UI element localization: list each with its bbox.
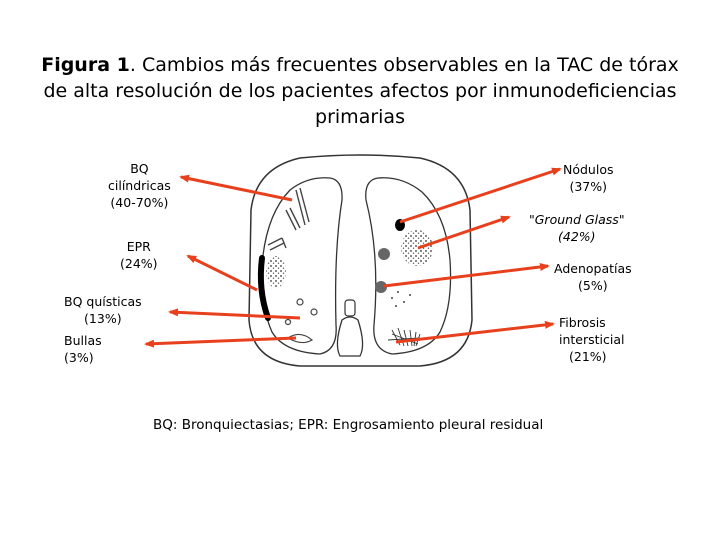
vertebra [336,316,364,357]
figure-title-text: . Cambios más frecuentes observables en … [43,54,679,128]
thorax-outline [248,154,473,367]
left-lung [365,177,452,355]
cysts [284,298,318,326]
bronchi-marks [267,187,310,251]
figure-caption: BQ: Bronquiectasias; EPR: Engrosamiento … [153,417,544,433]
label-epr: EPR (24%) [120,239,158,271]
arrow-fibrosis [395,320,555,344]
arrow-adenopatias [383,262,550,288]
scattered-dots [391,291,411,307]
ground-glass-left [401,230,433,266]
arrow-ground-glass [417,215,511,250]
figure-number: Figura 1 [41,54,130,76]
label-bq-cilindricas: BQ cilíndricas (40-70%) [108,161,171,210]
ground-glass-right [266,256,286,288]
bulla [286,333,314,344]
pleural-thickening [257,255,271,321]
adenopathy-1 [378,248,390,260]
label-ground-glass: "Ground Glass" (42%) [529,212,625,244]
arrow-bq-cilindricas [179,174,293,202]
label-adenopatias: Adenopatías (5%) [554,261,632,293]
fibrosis-marks [387,327,421,347]
label-bq-quisticas: BQ quísticas (13%) [64,294,142,326]
label-fibrosis: Fibrosis intersticial (21%) [559,315,625,364]
figure-title: Figura 1. Cambios más frecuentes observa… [30,52,690,130]
arrow-nodulos [399,167,562,224]
right-lung [261,177,343,355]
arrow-epr [186,254,258,292]
label-bullas: Bullas (3%) [64,333,102,365]
arrow-bullas [144,336,297,348]
adenopathy-2 [375,281,387,293]
label-nodulos: Nódulos (37%) [563,162,614,194]
arrow-bq-quisticas [168,308,301,320]
